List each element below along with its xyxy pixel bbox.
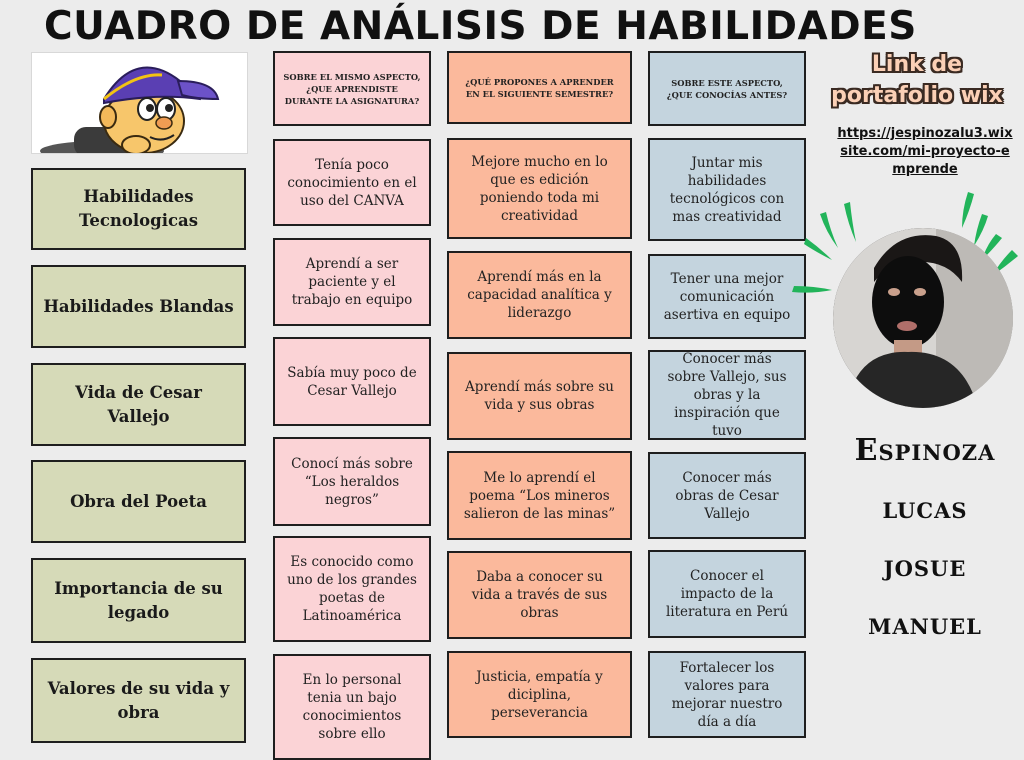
proposal-cell: Aprendí más en la capacidad analítica y …: [447, 251, 632, 339]
prior-cell: Conocer más obras de Cesar Vallejo: [648, 452, 806, 539]
header-prior: SOBRE ESTE ASPECTO, ¿QUE CONOCÍAS ANTES?: [648, 51, 806, 126]
portfolio-link-label: Link de portafolio wix: [831, 52, 1003, 108]
prior-cell: Fortalecer los valores para mejorar nues…: [648, 651, 806, 738]
profile-photo: [792, 192, 1018, 408]
prior-cell: Juntar mis habilidades tecnológicos con …: [648, 138, 806, 241]
thinking-boy-illustration: [40, 66, 220, 153]
proposal-cell: Mejore mucho en lo que es edición ponien…: [447, 138, 632, 239]
author-name-line1: Espinoza lucas: [854, 433, 996, 526]
skill-vida-cesar-vallejo: Vida de Cesar Vallejo: [31, 363, 246, 446]
learned-cell: Tenía poco conocimiento en el uso del CA…: [273, 139, 431, 226]
learned-cell: Aprendí a ser paciente y el trabajo en e…: [273, 238, 431, 326]
prior-cell: Conocer más sobre Vallejo, sus obras y l…: [648, 350, 806, 440]
cartoon-illustration: [31, 52, 248, 154]
portfolio-link[interactable]: https://jespinozalu3.wixsite.com/mi-proy…: [837, 126, 1013, 177]
proposal-cell: Aprendí más sobre su vida y sus obras: [447, 352, 632, 440]
skill-habilidades-blandas: Habilidades Blandas: [31, 265, 246, 348]
prior-cell: Tener una mejor comunicación asertiva en…: [648, 254, 806, 339]
learned-cell: Sabía muy poco de Cesar Vallejo: [273, 337, 431, 426]
skill-habilidades-tecnologicas: Habilidades Tecnologicas: [31, 168, 246, 250]
learned-cell: Conocí más sobre “Los heraldos negros”: [273, 437, 431, 526]
proposal-cell: Daba a conocer su vida a través de sus o…: [447, 551, 632, 639]
skill-valores-vida-obra: Valores de su vida y obra: [31, 658, 246, 743]
prior-cell: Conocer el impacto de la literatura en P…: [648, 550, 806, 638]
proposal-cell: Justicia, empatía y diciplina, persevera…: [447, 651, 632, 738]
page-title: CUADRO DE ANÁLISIS DE HABILIDADES: [44, 4, 917, 49]
learned-cell: Es conocido como uno de los grandes poet…: [273, 536, 431, 642]
header-learned: SOBRE EL MISMO ASPECTO, ¿QUE APRENDISTE …: [273, 51, 431, 126]
skill-importancia-legado: Importancia de su legado: [31, 558, 246, 643]
proposal-cell: Me lo aprendí el poema “Los mineros sali…: [447, 451, 632, 540]
skill-obra-del-poeta: Obra del Poeta: [31, 460, 246, 543]
header-proposals: ¿QUÉ PROPONES A APRENDER EN EL SIGUIENTE…: [447, 51, 632, 124]
author-name: Espinoza lucas josue manuel: [826, 422, 1024, 654]
author-name-line2: josue manuel: [868, 549, 982, 642]
learned-cell: En lo personal tenia un bajo conocimient…: [273, 654, 431, 760]
